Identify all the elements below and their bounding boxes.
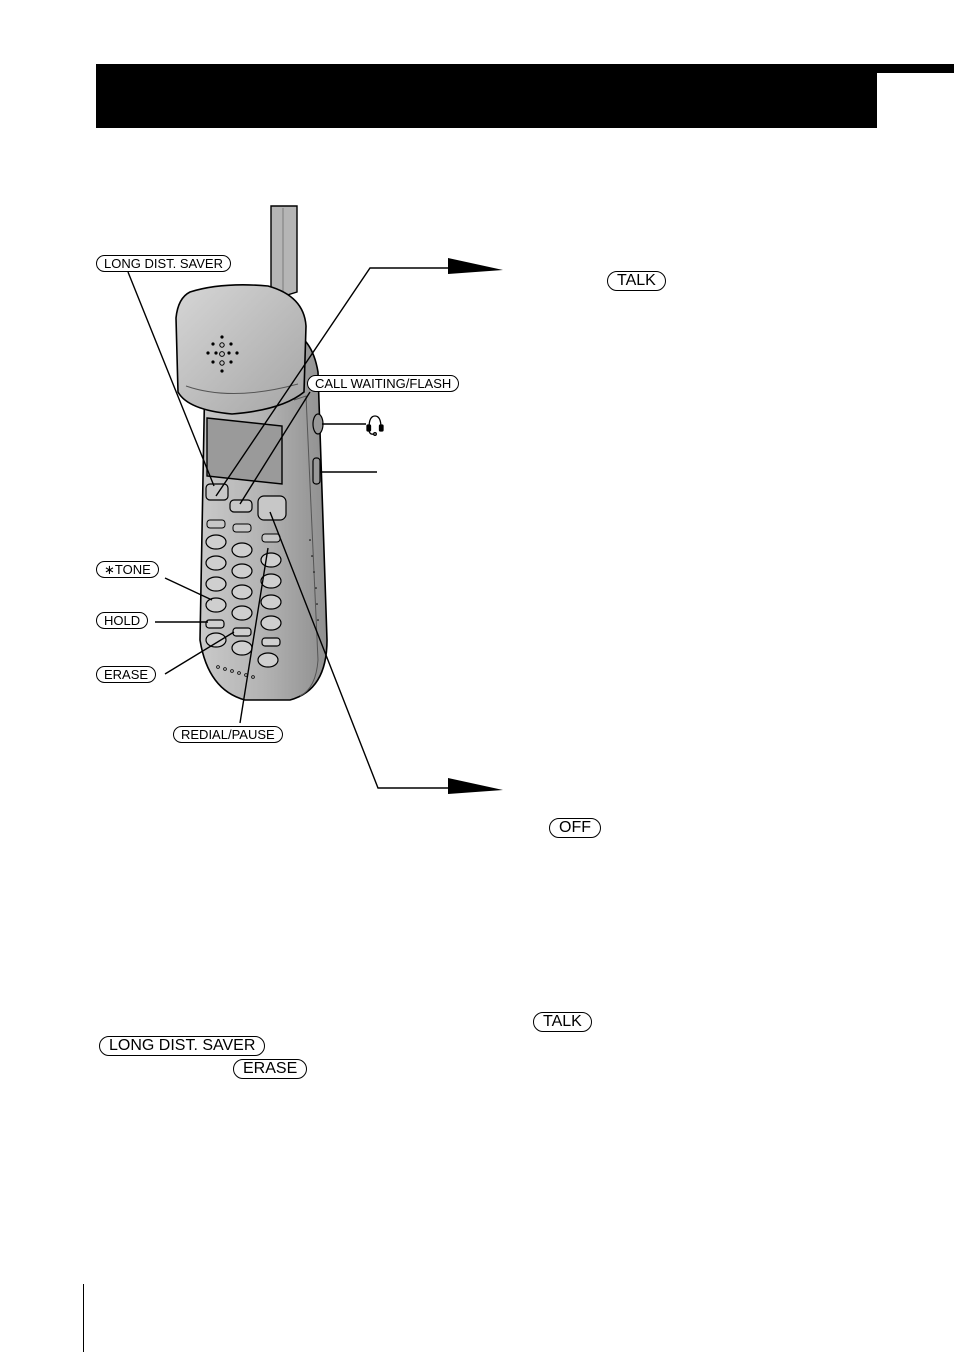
tone-label: ∗TONE bbox=[96, 561, 159, 578]
off-key-symbol: OFF bbox=[549, 818, 601, 838]
speaker-grille bbox=[206, 335, 239, 373]
hold-label: HOLD bbox=[96, 612, 149, 629]
header-tab-stub bbox=[877, 64, 954, 73]
redial-pause-label: REDIAL/PAUSE bbox=[173, 726, 283, 743]
long-dist-saver-label: LONG DIST. SAVER bbox=[96, 255, 231, 272]
erase-key-symbol: ERASE bbox=[233, 1059, 308, 1079]
arrow-head-off bbox=[448, 778, 503, 794]
arrow-head-talk bbox=[448, 258, 503, 274]
antenna bbox=[270, 205, 298, 301]
callout-lines bbox=[127, 267, 460, 789]
handset-body bbox=[175, 284, 328, 701]
talk-key-symbol: TALK bbox=[607, 271, 666, 291]
microphone-holes bbox=[216, 665, 255, 679]
erase-label: ERASE bbox=[96, 666, 157, 683]
margin-rule bbox=[83, 1284, 84, 1352]
section-header-bar bbox=[96, 64, 877, 128]
side-grip bbox=[309, 539, 319, 621]
talk-key-symbol-2: TALK bbox=[533, 1012, 592, 1032]
call-waiting-flash-label: CALL WAITING/FLASH bbox=[307, 375, 460, 392]
headset-icon bbox=[366, 415, 384, 436]
long-dist-saver-key-symbol: LONG DIST. SAVER bbox=[99, 1036, 266, 1056]
handset-key-long-dist-saver bbox=[205, 483, 229, 501]
